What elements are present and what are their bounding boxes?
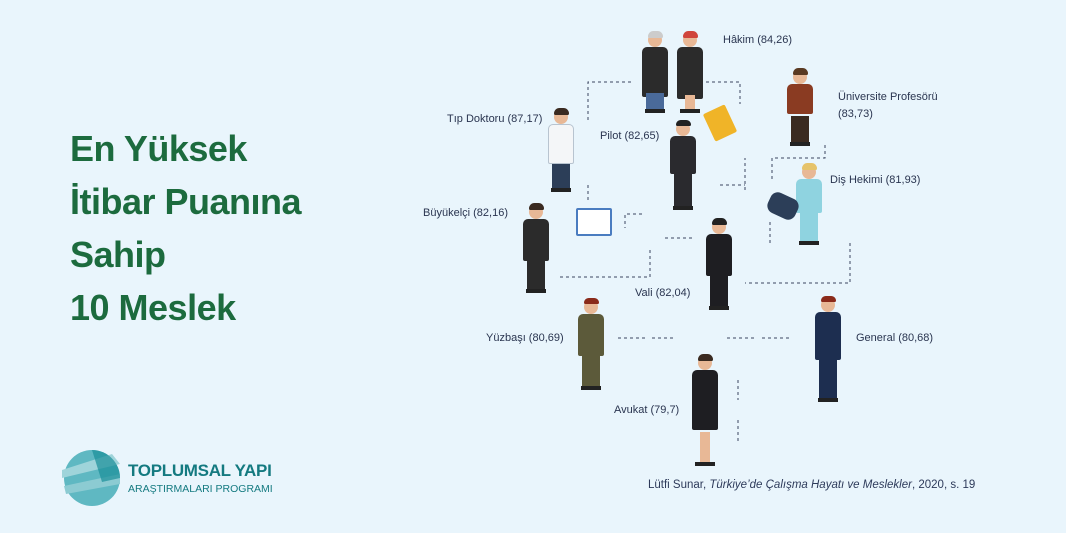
ambassador-figure: [522, 203, 550, 293]
lawyer-figure: [691, 354, 719, 466]
source-book: Türkiye’de Çalışma Hayatı ve Meslekler: [709, 479, 912, 491]
label-buyukelci: Büyükelçi (82,16): [423, 207, 508, 219]
logo-title: TOPLUMSAL YAPI: [128, 461, 272, 480]
label-general: General (80,68): [856, 332, 934, 344]
label-hakim: Hâkim (84,26): [723, 34, 793, 46]
dentist-figure: [795, 163, 823, 245]
general-figure: [812, 296, 844, 402]
open-book-icon: [576, 208, 612, 236]
logo-subtitle: ARAŞTIRMALARI PROGRAMI: [128, 483, 273, 495]
source-author: Lütfi Sunar,: [648, 479, 710, 491]
label-doktor: Tıp Doktoru (87,17): [447, 113, 543, 125]
source-citation: Lütfi Sunar, Türkiye’de Çalışma Hayatı v…: [648, 479, 975, 491]
label-yuzbasi: Yüzbaşı (80,69): [486, 332, 564, 344]
doctor-figure: [547, 108, 575, 192]
title-line: Sahip: [70, 234, 166, 275]
logo-mark: [62, 450, 120, 506]
label-pilot: Pilot (82,65): [600, 130, 660, 142]
judge-figure-male: [641, 31, 669, 113]
title-line: En Yüksek: [70, 128, 247, 169]
label-profesor-score: (83,73): [838, 108, 873, 120]
judge-figure-female: [676, 31, 704, 113]
label-profesor: Üniversite Profesörü: [838, 91, 938, 103]
page-title: En Yüksek İtibar Puanına Sahip 10 Meslek: [70, 122, 302, 334]
professor-figure: [786, 68, 814, 146]
captain-figure: [577, 298, 605, 390]
source-rest: , 2020, s. 19: [911, 479, 976, 491]
pilot-figure: [669, 120, 697, 210]
title-line: İtibar Puanına: [70, 181, 302, 222]
title-line: 10 Meslek: [70, 287, 236, 328]
label-vali: Vali (82,04): [635, 287, 691, 299]
governor-figure: [705, 218, 733, 310]
label-avukat: Avukat (79,7): [614, 404, 680, 416]
label-dis-hekimi: Diş Hekimi (81,93): [830, 174, 921, 186]
